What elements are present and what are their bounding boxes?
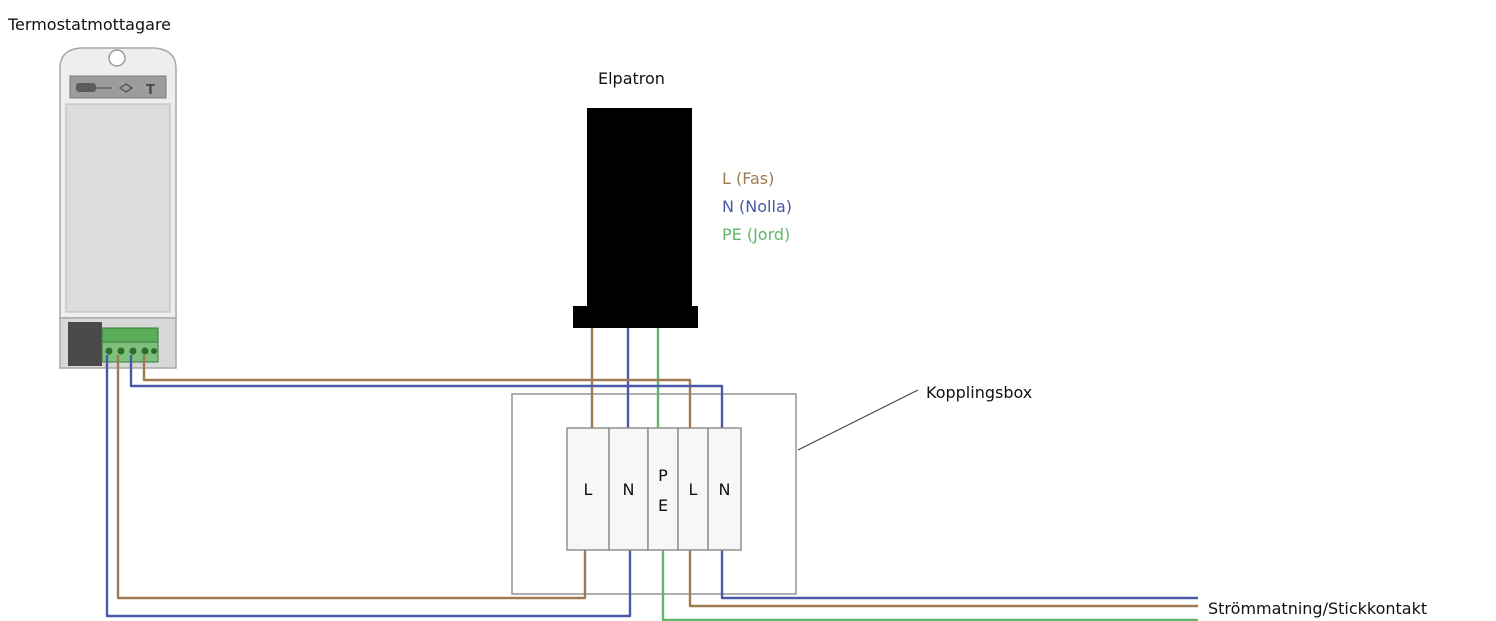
heater-label: Elpatron	[598, 69, 665, 88]
wire-supply-neutral	[720, 550, 1198, 600]
junction-box-pointer	[797, 389, 919, 451]
temperature-icon: T	[146, 83, 155, 98]
indicator-strip	[69, 75, 167, 99]
terminal-block-row: L N PE L N	[566, 427, 742, 551]
terminal-4-label: L	[689, 480, 698, 499]
wire-supply-phase	[688, 550, 1198, 608]
terminal-1-label: L	[584, 480, 593, 499]
junction-box-outline	[511, 393, 797, 595]
terminal-1	[566, 427, 610, 551]
wire-thermostat-phase-in	[142, 355, 692, 428]
mount-hole-icon	[108, 49, 126, 67]
terminal-4	[677, 427, 709, 551]
heater-body	[587, 108, 692, 308]
thermostat-face	[65, 103, 171, 313]
terminal-3-label: P	[658, 466, 668, 485]
heater-element	[573, 108, 698, 328]
legend-neutral: N (Nolla)	[722, 197, 792, 216]
thermostat-label: Termostatmottagare	[7, 15, 171, 34]
wires	[105, 328, 1198, 621]
terminal-cover	[68, 322, 102, 366]
terminal-block	[101, 327, 159, 343]
terminal-5	[707, 427, 742, 551]
terminal-5-label: N	[719, 480, 731, 499]
wire-thermostat-phase-out	[116, 355, 587, 600]
wire-thermostat-neutral-in	[129, 355, 724, 428]
junction-box-label: Kopplingsbox	[926, 383, 1032, 402]
legend-phase: L (Fas)	[722, 169, 774, 188]
supply-label: Strömmatning/Stickkontakt	[1208, 599, 1427, 618]
wire-supply-earth	[661, 550, 1198, 621]
wire-thermostat-neutral-out	[105, 355, 632, 618]
thermostat-receiver: T	[59, 47, 177, 369]
legend-earth: PE (Jord)	[722, 225, 790, 244]
terminal-2-label: N	[623, 480, 635, 499]
arrow-icon	[118, 83, 134, 93]
wire-legend: L (Fas) N (Nolla) PE (Jord)	[722, 169, 792, 244]
terminal-3	[647, 427, 679, 551]
junction-box	[511, 389, 919, 595]
terminal-3-label: E	[658, 496, 668, 515]
led-icon	[76, 83, 96, 92]
heater-flange	[573, 306, 698, 328]
